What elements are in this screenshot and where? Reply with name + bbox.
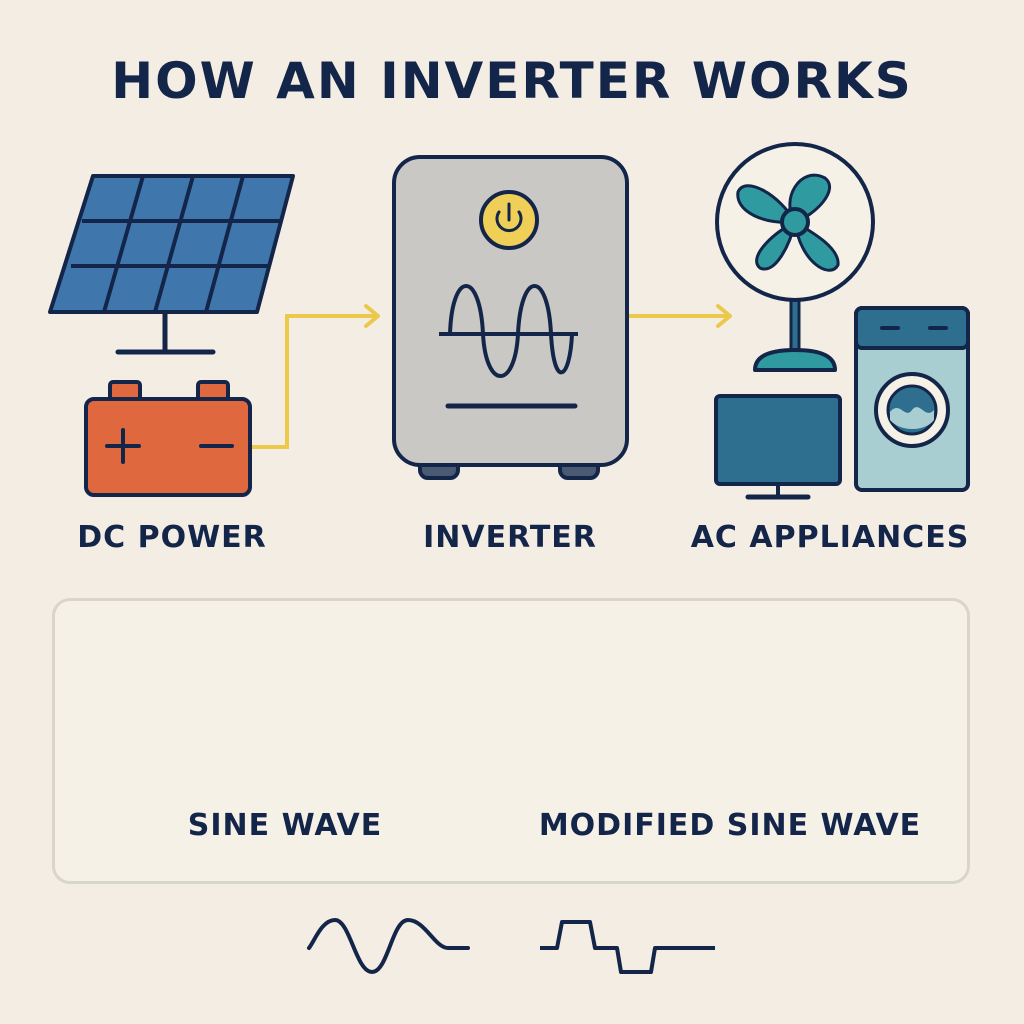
- inverter-to-ac-arrow: [629, 304, 732, 328]
- wave-comparison-panel: [52, 598, 970, 884]
- small-modified-sine-wave-icon: [540, 920, 715, 974]
- small-sine-wave-icon: [307, 917, 470, 975]
- fan-icon: [715, 142, 875, 372]
- monitor-icon: [714, 394, 842, 500]
- inverter-icon: [392, 155, 629, 480]
- dc-power-label: DC POWER: [77, 520, 267, 555]
- dc-to-inverter-arrow: [252, 304, 380, 449]
- power-icon: [479, 190, 539, 250]
- battery-icon: [84, 380, 252, 497]
- solar-panel-icon: [48, 174, 295, 355]
- page-title: HOW AN INVERTER WORKS: [111, 52, 913, 110]
- inverter-label: INVERTER: [423, 520, 597, 555]
- ac-appliances-label: AC APPLIANCES: [690, 520, 970, 555]
- modified-sine-wave-label: MODIFIED SINE WAVE: [538, 808, 922, 843]
- sine-wave-label: SINE WAVE: [187, 808, 383, 843]
- washing-machine-icon: [854, 306, 970, 492]
